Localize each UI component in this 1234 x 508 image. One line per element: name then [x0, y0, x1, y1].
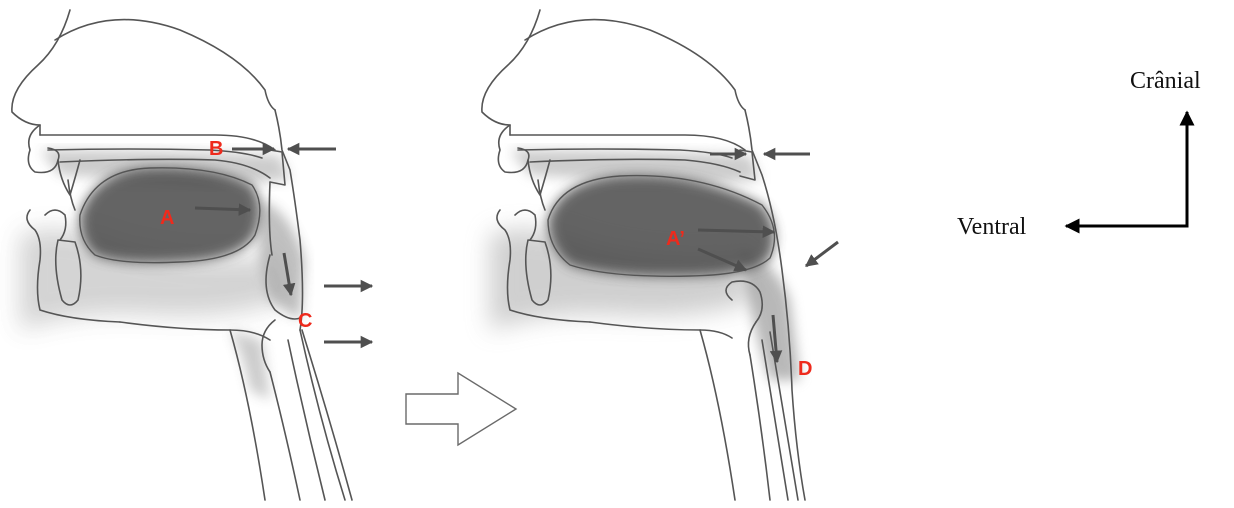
arrow-tongue-back [195, 208, 250, 210]
label-d: D [798, 358, 812, 380]
head-diagram-right: A’ D [482, 10, 838, 500]
label-a: A [160, 207, 174, 229]
label-c: C [298, 310, 312, 332]
hollow-right-arrow-icon [406, 373, 516, 445]
orientation-indicator: Crânial Ventral [957, 68, 1201, 240]
label-a-prime: A’ [666, 228, 685, 250]
arrow-tongue-back-upper [698, 230, 774, 232]
arrow-pharynx-wall [806, 242, 838, 266]
label-cranial: Crânial [1130, 68, 1201, 94]
head-diagram-left: B A C [12, 10, 372, 500]
label-ventral: Ventral [957, 214, 1027, 240]
tongue-right [548, 176, 775, 277]
label-b: B [209, 138, 223, 160]
